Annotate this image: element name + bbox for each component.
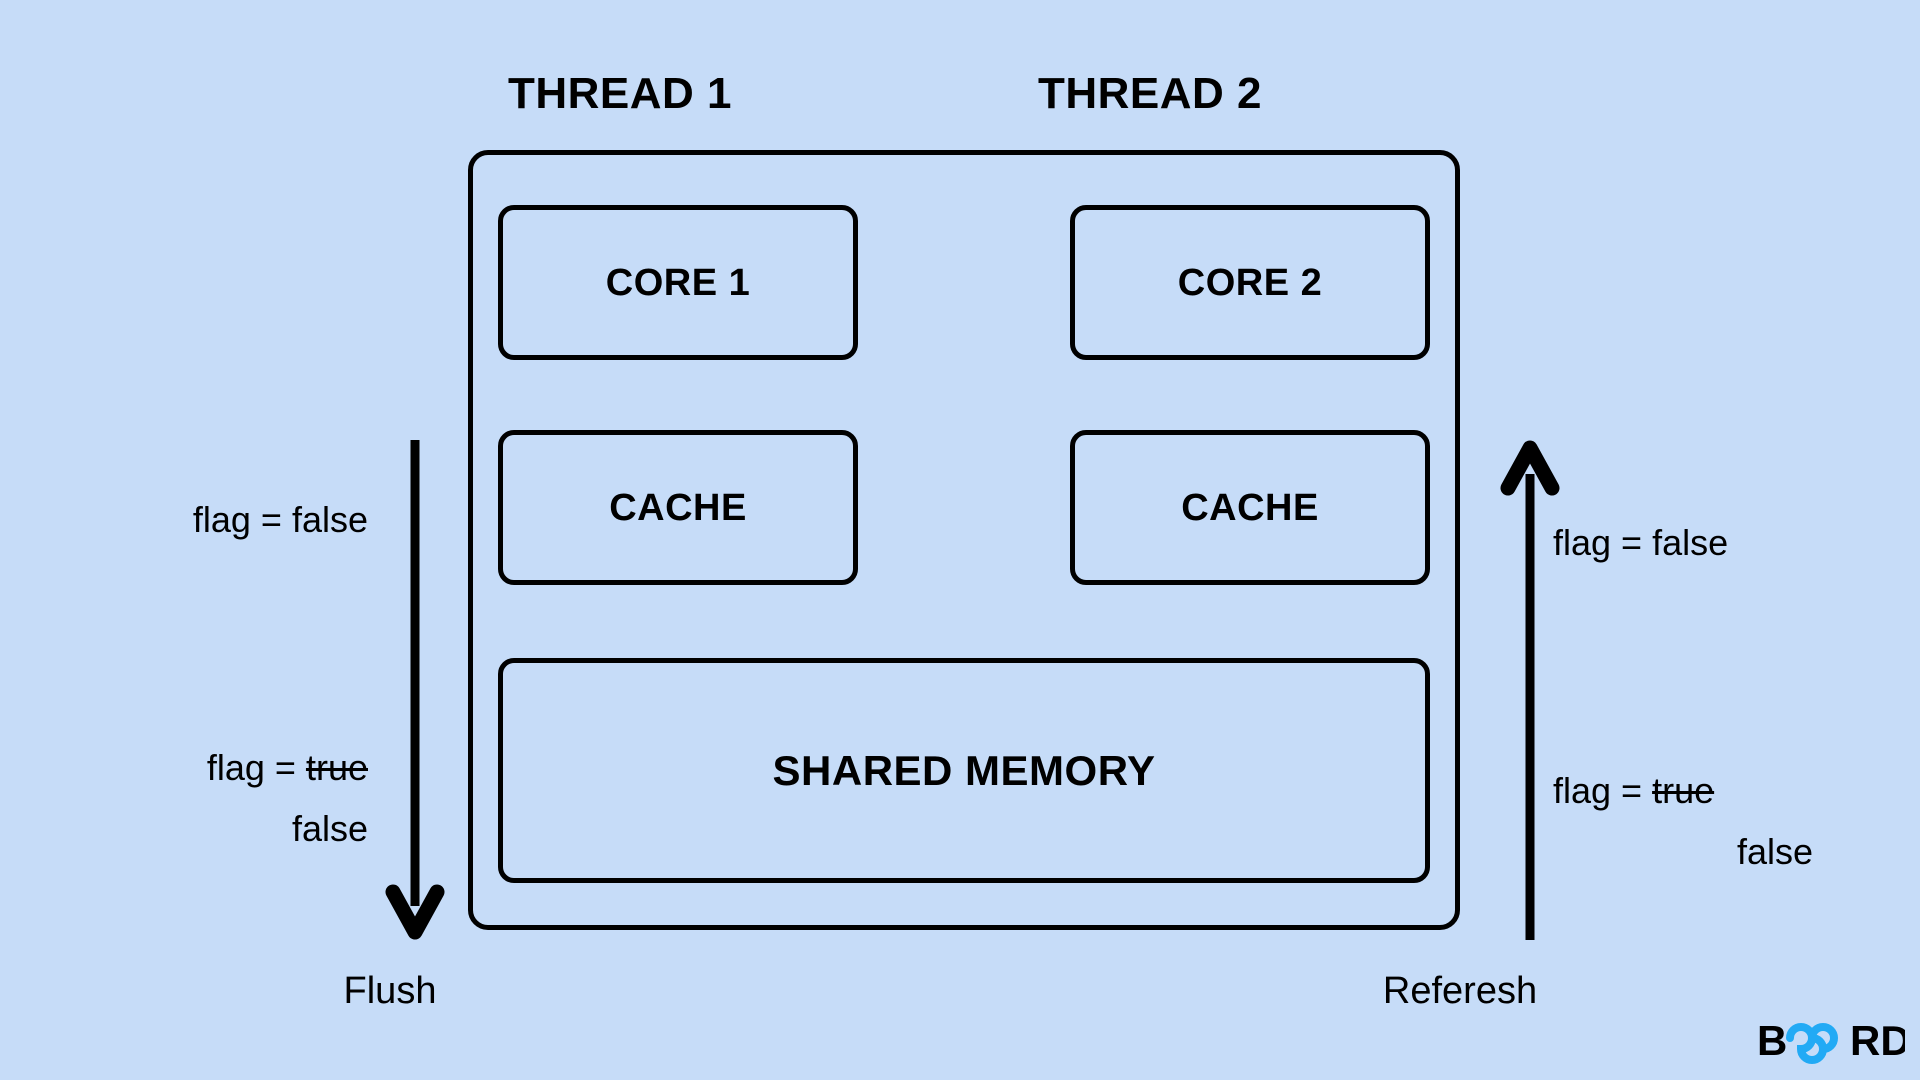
core-1-label: CORE 1 bbox=[605, 261, 751, 304]
left-flag-initial-text: flag = false bbox=[192, 499, 368, 540]
left-flag-updated-annotation: flag = true false bbox=[148, 745, 368, 851]
flush-caption: Flush bbox=[343, 970, 437, 1012]
cache-1-box: CACHE bbox=[498, 430, 858, 585]
thread-1-heading: THREAD 1 bbox=[507, 69, 733, 118]
cpu-container-box bbox=[468, 150, 1460, 930]
right-flag-updated-annotation: flag = true false bbox=[1553, 768, 1813, 874]
right-flag-corrected-value: false bbox=[1736, 831, 1813, 872]
right-flag-initial-text: flag = false bbox=[1553, 522, 1729, 563]
cache-2-box: CACHE bbox=[1070, 430, 1430, 585]
right-flag-struck-value: true bbox=[1652, 770, 1715, 811]
logo-text-before: B bbox=[1757, 1018, 1787, 1064]
core-2-label: CORE 2 bbox=[1177, 261, 1323, 304]
thread-2-heading: THREAD 2 bbox=[1037, 69, 1263, 118]
cache-1-label: CACHE bbox=[609, 486, 747, 529]
left-flag-initial-annotation: flag = false bbox=[148, 497, 368, 542]
shared-memory-box: SHARED MEMORY bbox=[498, 658, 1430, 883]
logo-text-after: RD bbox=[1850, 1018, 1905, 1064]
flush-arrow-down-icon bbox=[385, 440, 445, 940]
board-logo-mark: B RD bbox=[1757, 1018, 1905, 1064]
infinity-icon bbox=[1786, 1023, 1838, 1064]
right-flag-prefix: flag = bbox=[1553, 770, 1653, 811]
core-2-box: CORE 2 bbox=[1070, 205, 1430, 360]
left-flag-corrected-value: false bbox=[291, 808, 368, 849]
refresh-caption: Referesh bbox=[1382, 970, 1538, 1012]
left-flag-prefix: flag = bbox=[206, 747, 306, 788]
right-flag-initial-annotation: flag = false bbox=[1553, 520, 1813, 565]
cache-2-label: CACHE bbox=[1181, 486, 1319, 529]
left-flag-struck-value: true bbox=[305, 747, 368, 788]
board-logo: B RD bbox=[1757, 1018, 1905, 1064]
shared-memory-label: SHARED MEMORY bbox=[772, 746, 1156, 794]
refresh-arrow-up-icon bbox=[1500, 440, 1560, 940]
core-1-box: CORE 1 bbox=[498, 205, 858, 360]
